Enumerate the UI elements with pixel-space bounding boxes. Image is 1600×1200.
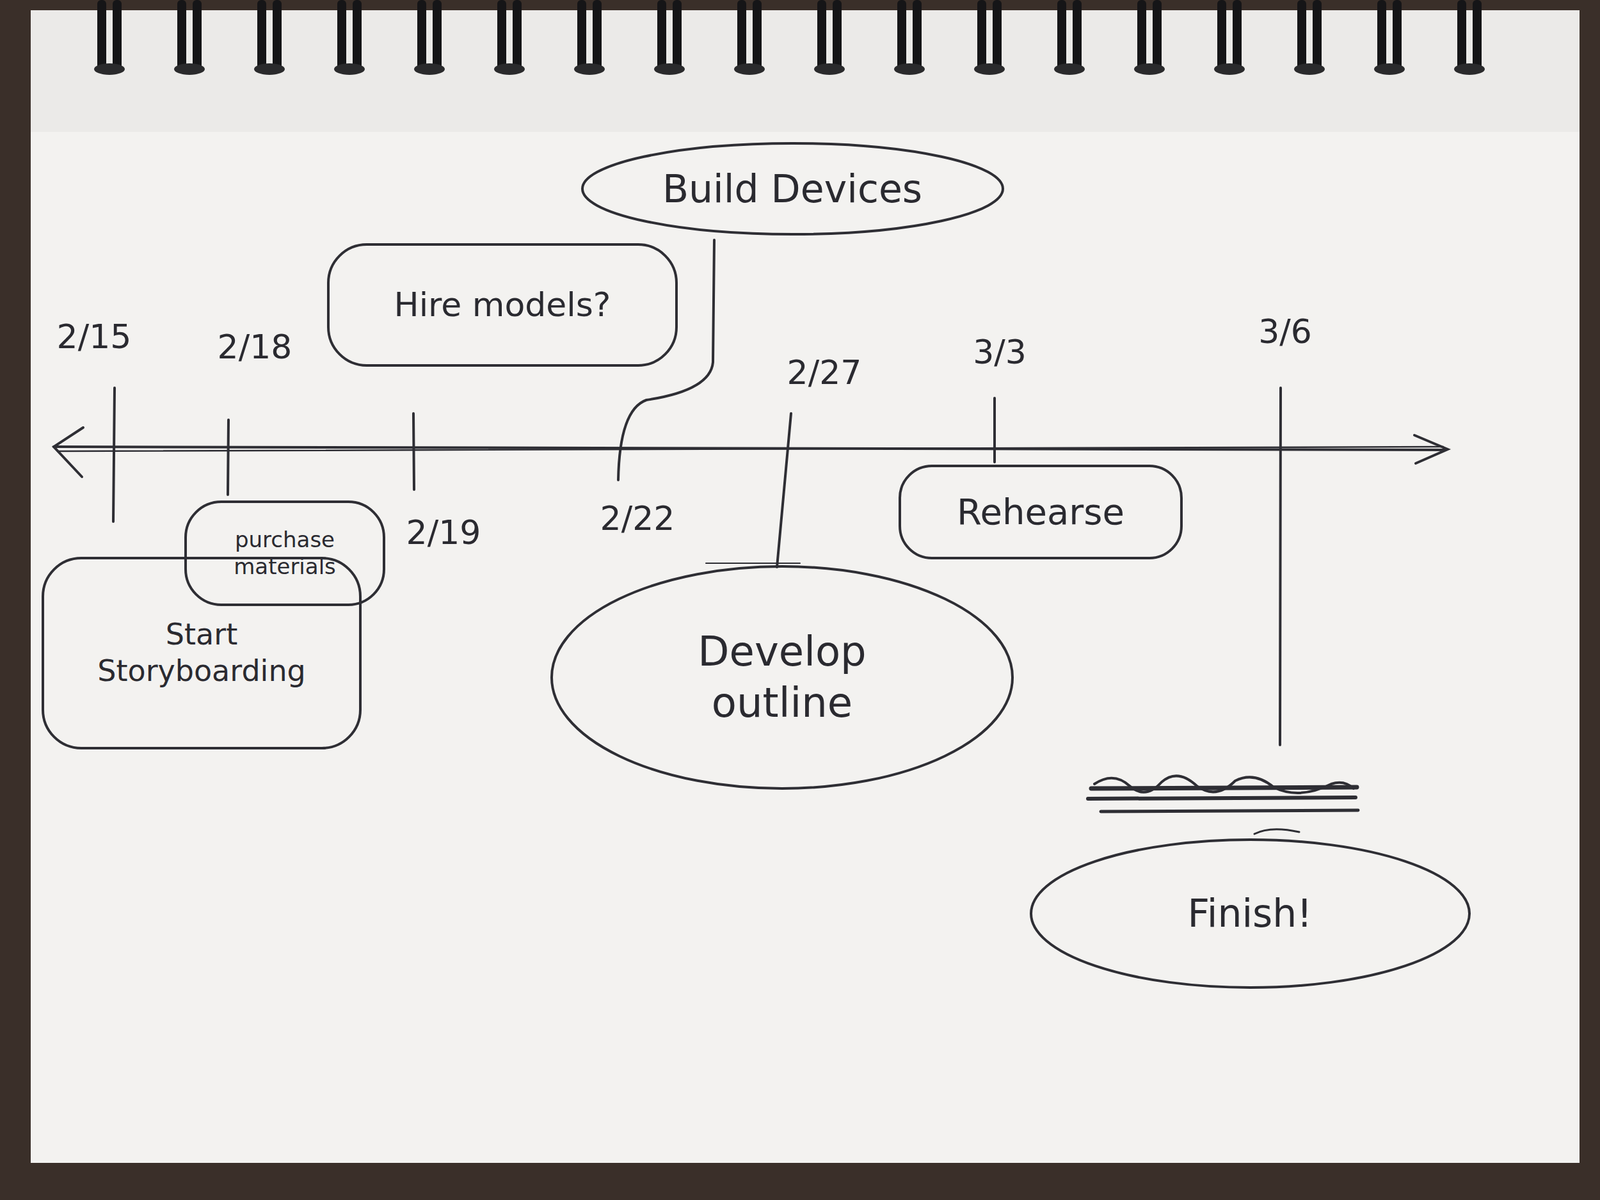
bubble-text: Hire models? xyxy=(394,284,612,326)
rounded-bubble: Rehearse xyxy=(897,464,1184,560)
oval-bubble: Build Devices xyxy=(579,140,1006,237)
bubble-outline xyxy=(549,563,1016,792)
date-label: 2/19 xyxy=(406,513,482,552)
spiral-ring xyxy=(1072,0,1082,72)
spiral-ring xyxy=(1377,0,1387,72)
spiral-ring xyxy=(1392,0,1402,72)
binding-hole xyxy=(334,63,365,75)
spiral-ring xyxy=(177,0,187,72)
binding-hole xyxy=(734,63,765,75)
bubble-shape xyxy=(1031,839,1470,988)
date-label: 3/3 xyxy=(972,332,1027,372)
binding-hole xyxy=(1454,63,1485,75)
spiral-ring xyxy=(1217,0,1227,72)
spiral-binding xyxy=(94,0,1485,75)
bubble-shape xyxy=(582,143,1003,235)
binding-hole xyxy=(1054,63,1085,75)
bubble-outline xyxy=(183,499,386,607)
spiral-ring xyxy=(337,0,347,72)
bubble-shape xyxy=(328,244,677,366)
spiral-ring xyxy=(912,0,922,72)
binding-hole xyxy=(1134,63,1165,75)
rounded-bubble: Start Storyboarding xyxy=(40,556,363,751)
binding-hole xyxy=(1374,63,1405,75)
bubble-shape xyxy=(42,558,361,749)
spiral-ring xyxy=(592,0,602,72)
binding-hole xyxy=(894,63,925,75)
spiral-ring xyxy=(672,0,682,72)
spiral-ring xyxy=(897,0,907,72)
binding-hole xyxy=(94,63,125,75)
spiral-ring xyxy=(417,0,427,72)
spiral-ring xyxy=(977,0,987,72)
date-label: 2/15 xyxy=(56,317,132,356)
binding-hole xyxy=(974,63,1005,75)
binding-hole xyxy=(1214,63,1245,75)
spiral-ring xyxy=(432,0,442,72)
spiral-ring xyxy=(1457,0,1467,72)
binding-hole xyxy=(574,63,605,75)
bubble-outline xyxy=(40,556,363,751)
spiral-ring xyxy=(737,0,747,72)
spiral-ring xyxy=(352,0,362,72)
spiral-ring xyxy=(817,0,827,72)
spiral-ring xyxy=(1152,0,1162,72)
paper xyxy=(30,10,1580,1163)
crossed-out-scribble xyxy=(1088,775,1359,812)
spiral-ring xyxy=(1297,0,1307,72)
timeline xyxy=(53,240,1448,834)
bubble-shape xyxy=(899,465,1182,559)
spiral-ring xyxy=(1232,0,1242,72)
oval-bubble: Develop outline xyxy=(549,563,1016,792)
date-label: 2/27 xyxy=(787,353,863,392)
spiral-ring xyxy=(1472,0,1482,72)
spiral-ring xyxy=(657,0,667,72)
spiral-ring xyxy=(192,0,202,72)
spiral-ring xyxy=(112,0,122,72)
spiral-ring xyxy=(577,0,587,72)
spiral-ring xyxy=(272,0,282,72)
bubble-text: Finish! xyxy=(1187,889,1313,938)
rounded-bubble: purchase materials xyxy=(183,499,386,607)
bubble-text: Rehearse xyxy=(956,489,1125,535)
spiral-ring xyxy=(512,0,522,72)
spiral-ring xyxy=(497,0,507,72)
binding-hole xyxy=(814,63,845,75)
bubble-shape xyxy=(551,566,1013,789)
bubble-text: Develop outline xyxy=(673,625,891,729)
spiral-ring xyxy=(752,0,762,72)
spiral-ring xyxy=(1312,0,1322,72)
spiral-ring xyxy=(97,0,107,72)
binding-hole xyxy=(1294,63,1325,75)
date-label: 2/22 xyxy=(600,499,676,538)
date-label: 3/6 xyxy=(1258,312,1312,351)
binding-hole xyxy=(254,63,285,75)
binding-hole xyxy=(414,63,445,75)
bubble-shape xyxy=(185,501,384,605)
rounded-bubble: Hire models? xyxy=(326,242,679,368)
spiral-ring xyxy=(832,0,842,72)
date-label: 2/18 xyxy=(217,327,293,367)
bubble-text: Start Storyboarding xyxy=(73,616,330,690)
spiral-ring xyxy=(992,0,1002,72)
binding-hole xyxy=(494,63,525,75)
spiral-ring xyxy=(1137,0,1147,72)
spiral-ring xyxy=(257,0,267,72)
binding-hole xyxy=(654,63,685,75)
bubble-text: purchase materials xyxy=(220,526,349,581)
bubble-text: Build Devices xyxy=(662,165,923,214)
oval-bubble: Finish! xyxy=(1028,837,1472,991)
spiral-ring xyxy=(1057,0,1067,72)
binding-hole xyxy=(174,63,205,75)
